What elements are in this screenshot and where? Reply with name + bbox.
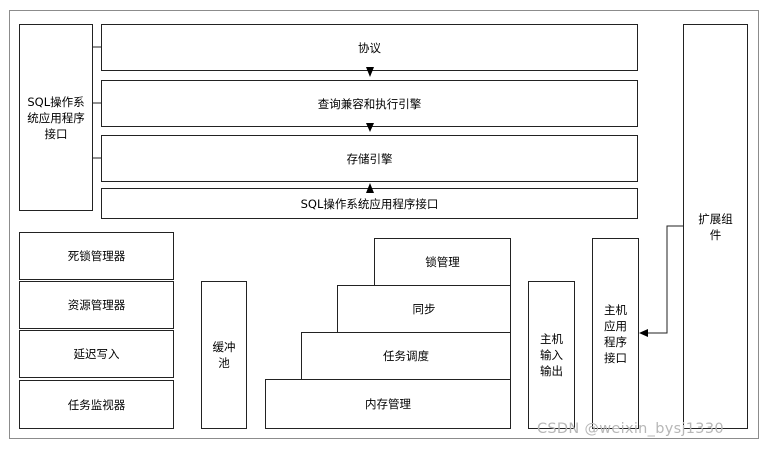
extension-label: 扩展组件 xyxy=(698,211,733,242)
synchronization-label: 同步 xyxy=(412,302,436,316)
task-scheduling-box: 任务调度 xyxy=(301,332,511,380)
protocol-label: 协议 xyxy=(358,40,381,55)
memory-management-box: 内存管理 xyxy=(265,379,511,429)
storage-engine-box: 存储引擎 xyxy=(101,135,638,182)
host-api-label: 主机应用程序接口 xyxy=(604,302,627,365)
watermark: CSDN @weixin_bysj1330 xyxy=(537,421,724,437)
sql-os-api-bottom-label: SQL操作系统应用程序接口 xyxy=(300,196,439,211)
lazy-write-label: 延迟写入 xyxy=(73,347,120,361)
task-scheduling-label: 任务调度 xyxy=(383,349,429,363)
task-monitor-label: 任务监视器 xyxy=(67,397,126,412)
extension-box: 扩展组件 xyxy=(683,24,748,429)
buffer-pool-label: 缓冲池 xyxy=(212,340,236,370)
sql-os-api-bottom-box: SQL操作系统应用程序接口 xyxy=(101,188,638,219)
protocol-box: 协议 xyxy=(101,24,638,71)
deadlock-manager-box: 死锁管理器 xyxy=(19,232,174,280)
query-engine-label: 查询兼容和执行引擎 xyxy=(317,96,422,111)
resource-manager-label: 资源管理器 xyxy=(67,298,126,312)
buffer-pool-box: 缓冲池 xyxy=(201,281,247,429)
sql-os-api-left-label: SQL操作系统应用程序接口 xyxy=(27,94,85,141)
lock-management-box: 锁管理 xyxy=(374,238,511,286)
host-api-box: 主机应用程序接口 xyxy=(592,238,639,429)
diagram-frame xyxy=(9,10,759,439)
sql-os-api-left-box: SQL操作系统应用程序接口 xyxy=(19,24,93,211)
resource-manager-box: 资源管理器 xyxy=(19,281,174,329)
host-io-label: 主机输入输出 xyxy=(540,332,563,378)
host-io-box: 主机输入输出 xyxy=(528,281,575,429)
task-monitor-box: 任务监视器 xyxy=(19,380,174,429)
synchronization-box: 同步 xyxy=(337,285,511,333)
lock-management-label: 锁管理 xyxy=(425,255,460,269)
deadlock-manager-label: 死锁管理器 xyxy=(67,249,126,263)
memory-management-label: 内存管理 xyxy=(365,397,411,411)
lazy-write-box: 延迟写入 xyxy=(19,330,174,378)
query-engine-box: 查询兼容和执行引擎 xyxy=(101,80,638,127)
storage-engine-label: 存储引擎 xyxy=(346,151,393,166)
